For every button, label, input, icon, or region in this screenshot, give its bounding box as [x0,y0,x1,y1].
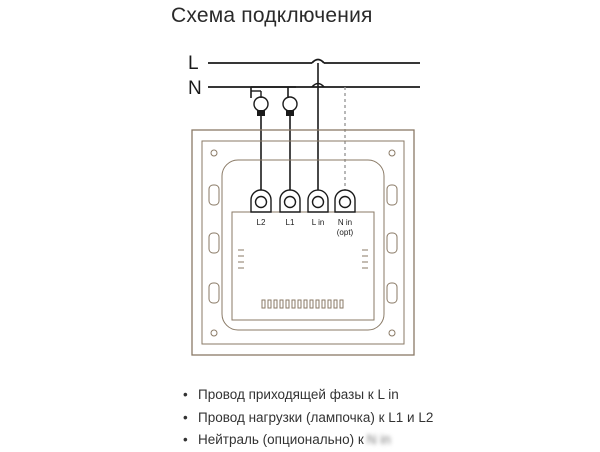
terminal-l1: L1 [279,189,301,227]
note-text: Провод приходящей фазы к L in [198,387,399,402]
terminal-label: N in [338,218,352,227]
terminal-label: L2 [257,218,266,227]
connection-notes: • Провод приходящей фазы к L in • Провод… [183,384,433,452]
note-tail-blurred: N in [366,432,391,447]
line-label-phase: L [188,53,199,74]
light-bulb-icon [251,90,269,116]
terminal-sublabel: (opt) [337,228,354,237]
line-label-neutral: N [188,78,202,99]
load-wires [260,116,291,196]
bullet-dot-icon: • [183,387,188,402]
terminal-l2: L2 [250,189,272,227]
terminal-n-in: N in (opt) [334,189,356,237]
note-item: • Провод приходящей фазы к L in [183,384,433,407]
terminal-label: L in [312,218,325,227]
diagram-title: Схема подключения [171,4,373,27]
switch-device [191,129,415,356]
lamp-supply-wire [250,86,296,98]
bullet-dot-icon: • [183,409,188,425]
terminal-l-in: L in [307,189,329,227]
bullet-dot-icon: • [183,432,188,447]
light-bulb-icon [282,96,298,116]
terminal-label: L1 [286,218,295,227]
note-text: Нейтраль (опционально) к [198,432,364,447]
phase-line [208,58,420,64]
wiring-diagram: L N [188,53,420,356]
note-text: Провод нагрузки (лампочка) к L1 и L2 [198,409,434,425]
note-item: • Провод нагрузки (лампочка) к L1 и L2 [183,407,433,430]
